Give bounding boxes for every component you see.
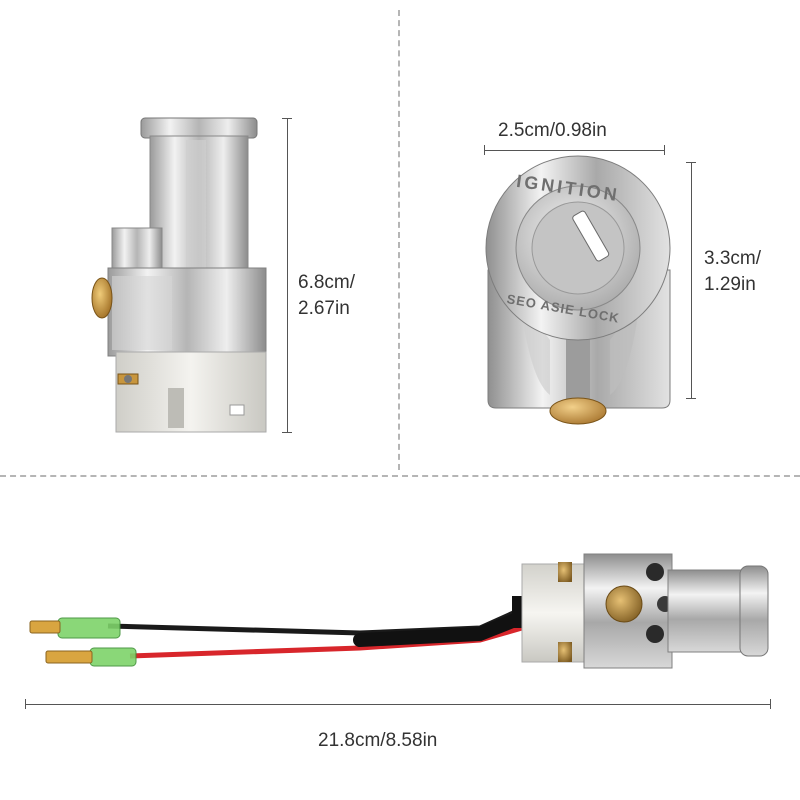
front-width-label: 2.5cm/0.98in [498,120,607,141]
front-view-panel: 2.5cm/0.98in [400,0,800,470]
wired-view-panel: 21.8cm/8.58in [0,478,800,800]
side-height-cap-bottom [282,432,292,433]
front-width-line [484,150,664,151]
side-height-line [287,118,288,432]
side-view-panel: 6.8cm/ 2.67in [0,0,398,470]
front-height-line [691,162,692,398]
horizontal-divider [0,475,800,477]
wired-length-line [25,704,770,705]
front-height-cap-bottom [686,398,696,399]
side-height-label-line1: 6.8cm/ [298,272,356,293]
ignition-cylinder-side-icon [91,117,267,433]
wired-length-cap-right [770,699,771,709]
front-height-cap-top [686,162,696,163]
wired-length-cap-left [25,699,26,709]
ignition-cylinder-front-icon [485,155,671,425]
wired-length-label: 21.8cm/8.58in [318,730,438,751]
side-height-label-line2: 2.67in [298,298,350,319]
front-width-cap-right [664,145,665,155]
side-height-cap-top [282,118,292,119]
front-height-label-line1: 3.3cm/ [704,248,762,269]
ignition-switch-with-wires-icon [29,553,769,669]
vertical-divider [398,10,400,470]
front-height-label-line2: 1.29in [704,274,756,295]
front-width-cap-left [484,145,485,155]
